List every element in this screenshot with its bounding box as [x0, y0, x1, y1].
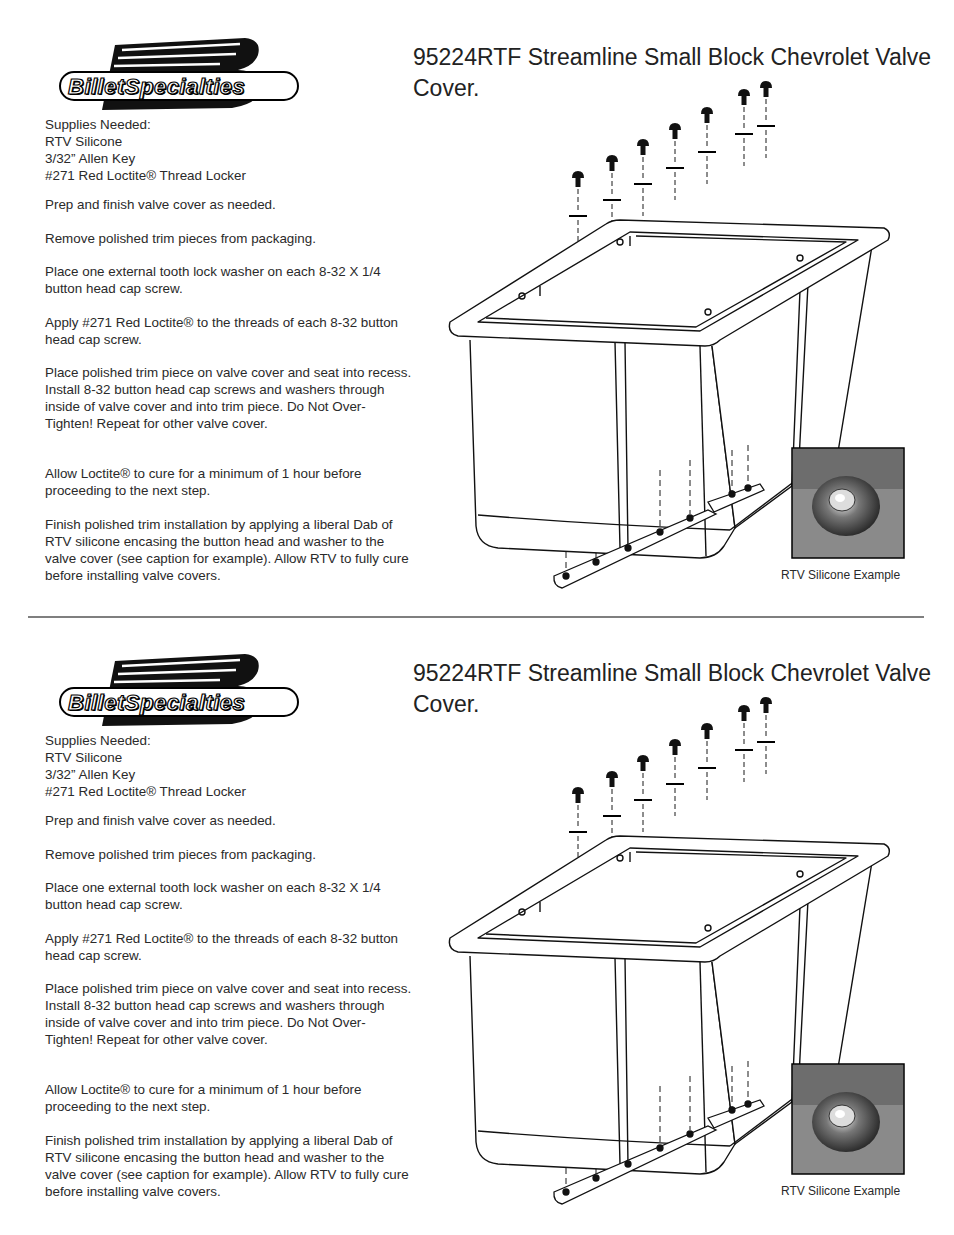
instruction-step: Prep and finish valve cover as needed. [45, 196, 413, 213]
supply-item: RTV Silicone [45, 749, 413, 766]
supply-item: Supplies Needed: [45, 116, 413, 133]
instruction-step: Remove polished trim pieces from packagi… [45, 846, 413, 863]
logo-text: BilletSpecialties [68, 74, 245, 100]
photo-caption: RTV Silicone Example [781, 568, 900, 582]
instruction-step: Place polished trim piece on valve cover… [45, 364, 413, 432]
instruction-step: Allow Loctite® to cure for a minimum of … [45, 1081, 413, 1115]
instruction-step: Place polished trim piece on valve cover… [45, 980, 413, 1048]
logo-text: BilletSpecialties [68, 690, 245, 716]
supply-item: #271 Red Loctite® Thread Locker [45, 783, 413, 800]
supply-item: RTV Silicone [45, 133, 413, 150]
instruction-step: Allow Loctite® to cure for a minimum of … [45, 465, 413, 499]
instruction-step: Remove polished trim pieces from packagi… [45, 230, 413, 247]
instruction-step: Place one external tooth lock washer on … [45, 879, 413, 913]
supply-item: Supplies Needed: [45, 732, 413, 749]
divider [28, 616, 924, 617]
instruction-step: Place one external tooth lock washer on … [45, 263, 413, 297]
supply-item: 3/32” Allen Key [45, 150, 413, 167]
heading: 95224RTF Streamline Small Block Chevrole… [413, 658, 933, 720]
instruction-step: Finish polished trim installation by app… [45, 516, 413, 584]
instruction-step: Apply #271 Red Loctite® to the threads o… [45, 930, 413, 964]
instruction-step: Prep and finish valve cover as needed. [45, 812, 413, 829]
instruction-step: Apply #271 Red Loctite® to the threads o… [45, 314, 413, 348]
instruction-step: Finish polished trim installation by app… [45, 1132, 413, 1200]
photo-caption: RTV Silicone Example [781, 1184, 900, 1198]
heading: 95224RTF Streamline Small Block Chevrole… [413, 42, 933, 104]
supply-item: #271 Red Loctite® Thread Locker [45, 167, 413, 184]
supply-item: 3/32” Allen Key [45, 766, 413, 783]
